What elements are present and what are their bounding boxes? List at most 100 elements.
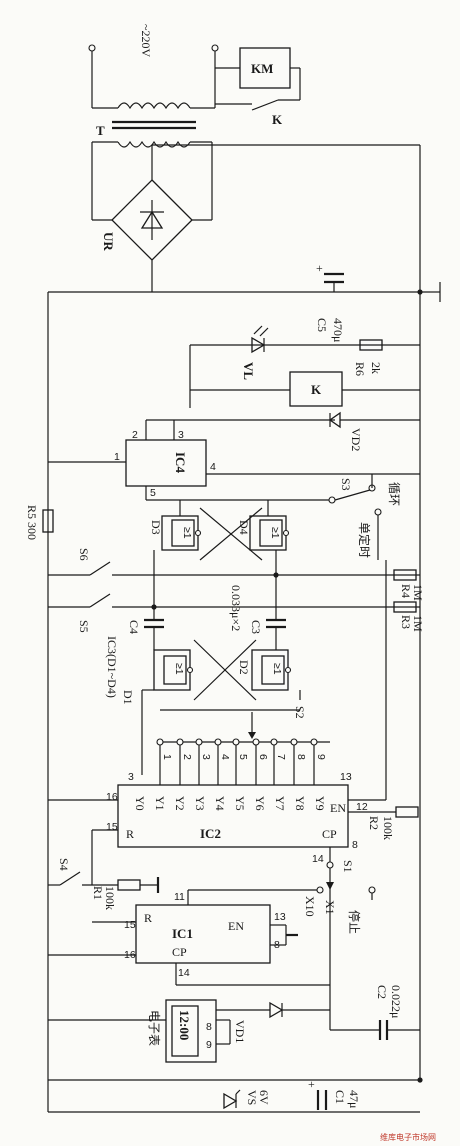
s3-label: S3 <box>339 478 353 491</box>
ic2-r-pin: R <box>126 827 134 841</box>
resistor-r2 <box>395 806 419 818</box>
ic4-chip <box>125 439 207 487</box>
svg-text:13: 13 <box>340 771 352 783</box>
ic1-r-pin: R <box>144 911 152 925</box>
s4-label: S4 <box>57 858 71 871</box>
switch-s3: S3 单定时 循环 <box>146 474 401 560</box>
k-contact-switch <box>251 99 279 111</box>
selector-terminal-9[interactable] <box>310 738 318 746</box>
r6-value: 2k <box>369 362 383 374</box>
svg-text:15: 15 <box>106 821 118 833</box>
svg-text:≥1: ≥1 <box>271 663 283 675</box>
r3-label: R3 <box>399 615 413 629</box>
r4-label: R4 <box>399 584 413 598</box>
transformer-primary <box>117 102 191 110</box>
selector-terminal-3[interactable] <box>195 738 203 746</box>
ic2-y0: Y0 <box>133 796 147 811</box>
supply-filter: VS 6V + C1 47μ <box>48 1077 423 1110</box>
selector-terminal-1[interactable] <box>156 738 164 746</box>
ic2-block: 3 16 15 13 12 8 Y0 Y1 Y2 Y3 Y4 Y5 Y6 Y7 … <box>48 560 419 885</box>
cap-value-label: 0.033μ×2 <box>229 585 243 631</box>
transformer-label: T <box>96 123 105 138</box>
clock-display: 12:00 <box>177 1010 192 1040</box>
svg-text:4: 4 <box>219 754 231 760</box>
selector-terminal-6[interactable] <box>252 738 260 746</box>
resistor-r6 <box>359 339 383 351</box>
ic1-label: IC1 <box>172 926 193 941</box>
svg-text:14: 14 <box>178 967 190 979</box>
mains-section: ~220V KM K T <box>88 24 301 220</box>
ic1-cp-pin: CP <box>172 945 187 959</box>
ic2-y7: Y7 <box>273 796 287 811</box>
c4-label: C4 <box>127 620 141 634</box>
zener-vs-icon <box>223 1092 238 1110</box>
selector-terminal-5[interactable] <box>232 738 240 746</box>
power-rails <box>47 282 441 1113</box>
capacitors-c3-c4: C4 C3 0.033μ×2 <box>127 585 286 650</box>
svg-text:≥1: ≥1 <box>181 527 193 539</box>
r6-label: R6 <box>353 362 367 376</box>
k-contact-label: K <box>272 112 283 127</box>
switch-s6 <box>89 561 111 576</box>
svg-text:11: 11 <box>174 891 185 903</box>
relay-k-label: K <box>311 382 322 397</box>
x1-label: X1 <box>323 900 337 915</box>
selector-terminals: 1 2 3 4 5 6 7 8 9 <box>156 712 330 785</box>
ic2-y4: Y4 <box>213 796 227 811</box>
ic2-y3: Y3 <box>193 796 207 811</box>
switches-s5-s6: S6 S5 R4 1M R3 1M <box>48 548 425 633</box>
selector-terminal-2[interactable] <box>176 738 184 746</box>
selector-terminal-8[interactable] <box>290 738 298 746</box>
ic1-block: R IC1 CP EN 16 15 14 11 13 8 X10 <box>48 889 330 986</box>
selector-terminal-4[interactable] <box>214 738 222 746</box>
r1-value: 100k <box>103 886 117 910</box>
r3-value: 1M <box>411 615 425 632</box>
km-label: KM <box>251 61 273 76</box>
svg-text:1: 1 <box>161 754 173 760</box>
relay-k-coil <box>289 371 343 407</box>
s5-label: S5 <box>77 620 91 633</box>
switch-s4 <box>59 871 81 886</box>
ic2-cp-pin: CP <box>322 827 337 841</box>
ic4-block: IC4 2 3 1 4 5 <box>48 419 420 500</box>
resistor-r3 <box>393 601 417 613</box>
svg-text:3: 3 <box>200 754 212 760</box>
ic2-chip <box>117 784 349 848</box>
transformer-secondary <box>117 140 191 148</box>
c2-label: C2 <box>375 985 389 999</box>
mains-terminal-left <box>88 44 96 52</box>
svg-text:2: 2 <box>181 754 193 760</box>
s1-x10-terminal[interactable] <box>316 886 324 894</box>
s1-stop-terminal[interactable] <box>368 886 376 894</box>
svg-text:4: 4 <box>210 461 216 473</box>
ic1-en-pin: EN <box>228 919 244 933</box>
ic2-y6: Y6 <box>253 796 267 811</box>
output-stage: VL R6 2k K VD2 <box>174 325 420 451</box>
r1-label: R1 <box>91 886 105 900</box>
switch-s1: 14 S1 X1 停止 <box>312 853 376 1030</box>
capacitor-c5: + C5 470μ <box>315 261 345 342</box>
ic2-en-pin: EN <box>330 801 346 815</box>
ic2-y8: Y8 <box>293 796 307 811</box>
svg-text:9: 9 <box>315 754 327 760</box>
svg-text:12: 12 <box>356 801 368 813</box>
d3-label: D3 <box>149 520 163 535</box>
d4-label: D4 <box>237 520 251 535</box>
c1-label: C1 <box>333 1090 347 1104</box>
watermark: 维库电子市场网 <box>380 1132 436 1142</box>
svg-text:5: 5 <box>237 754 249 760</box>
s3-cycle-label: 循环 <box>387 482 401 506</box>
s2-label: S2 <box>293 706 307 719</box>
svg-text:8: 8 <box>295 754 307 760</box>
svg-text:+: + <box>316 261 323 275</box>
svg-text:≥1: ≥1 <box>173 663 185 675</box>
switch-s5 <box>89 593 111 608</box>
mains-label: ~220V <box>139 24 153 57</box>
vd2-label: VD2 <box>349 428 363 451</box>
svg-text:13: 13 <box>274 911 286 923</box>
resistor-r4 <box>393 569 417 581</box>
selector-terminal-7[interactable] <box>270 738 278 746</box>
resistor-r5: R5 300 <box>25 505 54 540</box>
bridge-rectifier: UR <box>92 144 421 1080</box>
vs-label: VS <box>245 1090 259 1105</box>
